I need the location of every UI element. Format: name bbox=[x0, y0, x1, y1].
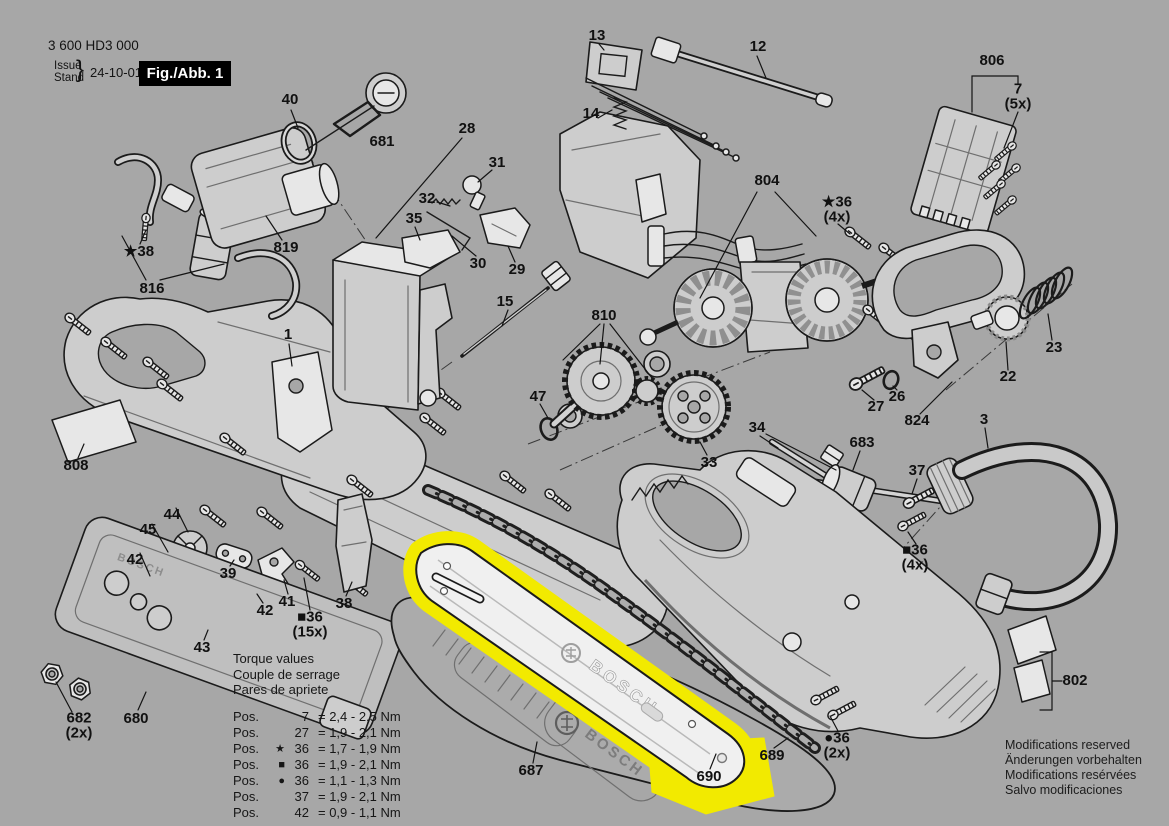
part-label-35[interactable]: 35 bbox=[405, 209, 423, 227]
part-label-14[interactable]: 14 bbox=[582, 104, 600, 122]
torque-title-line: Torque values bbox=[233, 651, 314, 666]
torque-title-line: Couple de serrage bbox=[233, 666, 340, 682]
top-handle-assembly bbox=[846, 229, 1074, 394]
part-label-36[interactable]: ●36(2x) bbox=[823, 729, 851, 761]
part-label-30[interactable]: 30 bbox=[469, 254, 487, 272]
part-label-680[interactable]: 680 bbox=[123, 709, 149, 727]
footer-note-line: Modifications resérvées bbox=[1005, 768, 1137, 782]
switch-cover bbox=[559, 111, 701, 279]
part-label-36[interactable]: ■36(4x) bbox=[901, 541, 929, 573]
leader-lines bbox=[55, 43, 1063, 770]
part-label-32[interactable]: 32 bbox=[418, 189, 436, 207]
part-label-29[interactable]: 29 bbox=[508, 260, 526, 278]
part-label-43[interactable]: 43 bbox=[193, 638, 211, 656]
torque-row: Pos.★36= 1,7 - 1,9 Nm bbox=[233, 740, 401, 756]
issue-date: 24-10-01 bbox=[90, 65, 143, 80]
part-label-681[interactable]: 681 bbox=[369, 132, 395, 150]
nut-682 bbox=[65, 675, 95, 703]
part-label-44[interactable]: 44 bbox=[163, 505, 181, 523]
part-label-33[interactable]: 33 bbox=[700, 453, 718, 471]
sealing-ring-40 bbox=[280, 121, 318, 165]
part-label-38[interactable]: 38 bbox=[335, 594, 353, 612]
issue-stand-label: Issue Stand bbox=[54, 60, 85, 84]
guide-bar-690[interactable]: BOSCH bbox=[415, 543, 746, 789]
part-label-42[interactable]: 42 bbox=[256, 601, 274, 619]
part-label-40[interactable]: 40 bbox=[281, 90, 299, 108]
part-label-27[interactable]: 27 bbox=[867, 397, 885, 415]
footer-note-line: Modifications reserved bbox=[1005, 738, 1131, 752]
part-label-682[interactable]: 682(2x) bbox=[65, 709, 93, 741]
sticker-808 bbox=[51, 399, 137, 463]
part-label-12[interactable]: 12 bbox=[749, 37, 767, 55]
footer-note-line: Änderungen vorbehalten bbox=[1005, 753, 1142, 767]
part-label-806[interactable]: 806 bbox=[979, 51, 1005, 69]
pcb-module-806 bbox=[910, 105, 1023, 235]
sprocket-cover-680: BOSCH bbox=[38, 516, 403, 740]
label-stickers-802 bbox=[1007, 615, 1057, 703]
part-label-808[interactable]: 808 bbox=[63, 456, 89, 474]
footer-note-line: Salvo modificaciones bbox=[1005, 783, 1123, 797]
part-label-15[interactable]: 15 bbox=[496, 292, 514, 310]
torque-title-line: Pares de apriete bbox=[233, 682, 329, 697]
saw-chain-689 bbox=[422, 484, 821, 754]
part-label-26[interactable]: 26 bbox=[888, 387, 906, 405]
part-label-802[interactable]: 802 bbox=[1062, 671, 1088, 689]
torque-row: Pos.7= 2,4 - 2,5 Nm bbox=[233, 708, 401, 724]
part-label-36[interactable]: ★36(4x) bbox=[821, 193, 853, 225]
torque-row: Pos.37= 1,9 - 2,1 Nm bbox=[233, 788, 401, 804]
part-label-41[interactable]: 41 bbox=[278, 592, 296, 610]
part-label-42[interactable]: 42 bbox=[126, 550, 144, 568]
part-label-819[interactable]: 819 bbox=[273, 238, 299, 256]
motor-cover-819 bbox=[190, 127, 340, 249]
oil-cap-681 bbox=[305, 72, 407, 151]
part-label-37[interactable]: 37 bbox=[908, 461, 926, 479]
tension-rod-12 bbox=[650, 36, 833, 108]
figure-label: Fig./Abb. 1 bbox=[139, 61, 231, 86]
part-label-683[interactable]: 683 bbox=[849, 433, 875, 451]
part-label-824[interactable]: 824 bbox=[904, 411, 930, 429]
part-label-7[interactable]: 7(5x) bbox=[1004, 80, 1032, 112]
part-label-34[interactable]: 34 bbox=[748, 418, 766, 436]
part-label-690[interactable]: 690 bbox=[696, 767, 722, 785]
issue-brace: } bbox=[76, 56, 85, 83]
torque-row: Pos.27= 1,9 - 2,1 Nm bbox=[233, 724, 401, 740]
part-label-687[interactable]: 687 bbox=[518, 761, 544, 779]
baffle-parts bbox=[401, 175, 531, 269]
part-label-816[interactable]: 816 bbox=[139, 279, 165, 297]
part-label-45[interactable]: 45 bbox=[139, 520, 157, 538]
torque-row: Pos.■36= 1,9 - 2,1 Nm bbox=[233, 756, 401, 772]
part-label-31[interactable]: 31 bbox=[488, 153, 506, 171]
oil-line-15 bbox=[460, 260, 571, 358]
part-label-1[interactable]: 1 bbox=[283, 325, 293, 343]
bracket-plate-13 bbox=[585, 41, 740, 162]
nut-682 bbox=[38, 661, 66, 687]
oil-tank bbox=[332, 241, 453, 411]
part-label-804[interactable]: 804 bbox=[754, 171, 780, 189]
part-label-28[interactable]: 28 bbox=[458, 119, 476, 137]
part-label-38[interactable]: ★38 bbox=[123, 242, 155, 260]
part-label-23[interactable]: 23 bbox=[1045, 338, 1063, 356]
gear-train bbox=[539, 342, 731, 444]
part-label-13[interactable]: 13 bbox=[588, 26, 606, 44]
spring-23 bbox=[1018, 266, 1074, 320]
part-label-47[interactable]: 47 bbox=[529, 387, 547, 405]
torque-row: Pos.●36= 1,1 - 1,3 Nm bbox=[233, 772, 401, 788]
part-label-39[interactable]: 39 bbox=[219, 564, 237, 582]
loop-handle-3 bbox=[926, 442, 1119, 616]
part-label-810[interactable]: 810 bbox=[591, 306, 617, 324]
product-code: 3 600 HD3 000 bbox=[48, 38, 139, 53]
part-label-22[interactable]: 22 bbox=[999, 367, 1017, 385]
rear-housing bbox=[616, 449, 1001, 740]
part-label-36[interactable]: ■36(15x) bbox=[292, 608, 328, 640]
part-label-689[interactable]: 689 bbox=[759, 746, 785, 764]
torque-row: Pos.42= 0,9 - 1,1 Nm bbox=[233, 804, 401, 820]
spring-14 bbox=[612, 97, 628, 130]
part-label-3[interactable]: 3 bbox=[979, 410, 989, 428]
